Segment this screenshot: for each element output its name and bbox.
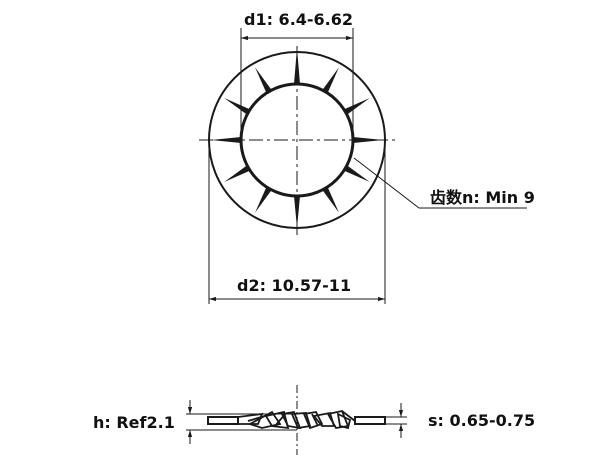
teeth-leader-line [353, 157, 527, 209]
side-view [186, 385, 407, 455]
d1-label: d1: 6.4-6.62 [244, 10, 354, 29]
h-label: h: Ref2.1 [93, 413, 175, 432]
right-flat [354, 416, 386, 425]
teeth-count-label: 齿数n: Min 9 [430, 188, 535, 207]
d2-label: d2: 10.57-11 [237, 276, 352, 295]
twisted-teeth [237, 409, 356, 430]
s-label: s: 0.65-0.75 [428, 411, 536, 430]
left-flat [207, 416, 239, 425]
front-view [199, 28, 527, 304]
teeth [211, 48, 383, 228]
